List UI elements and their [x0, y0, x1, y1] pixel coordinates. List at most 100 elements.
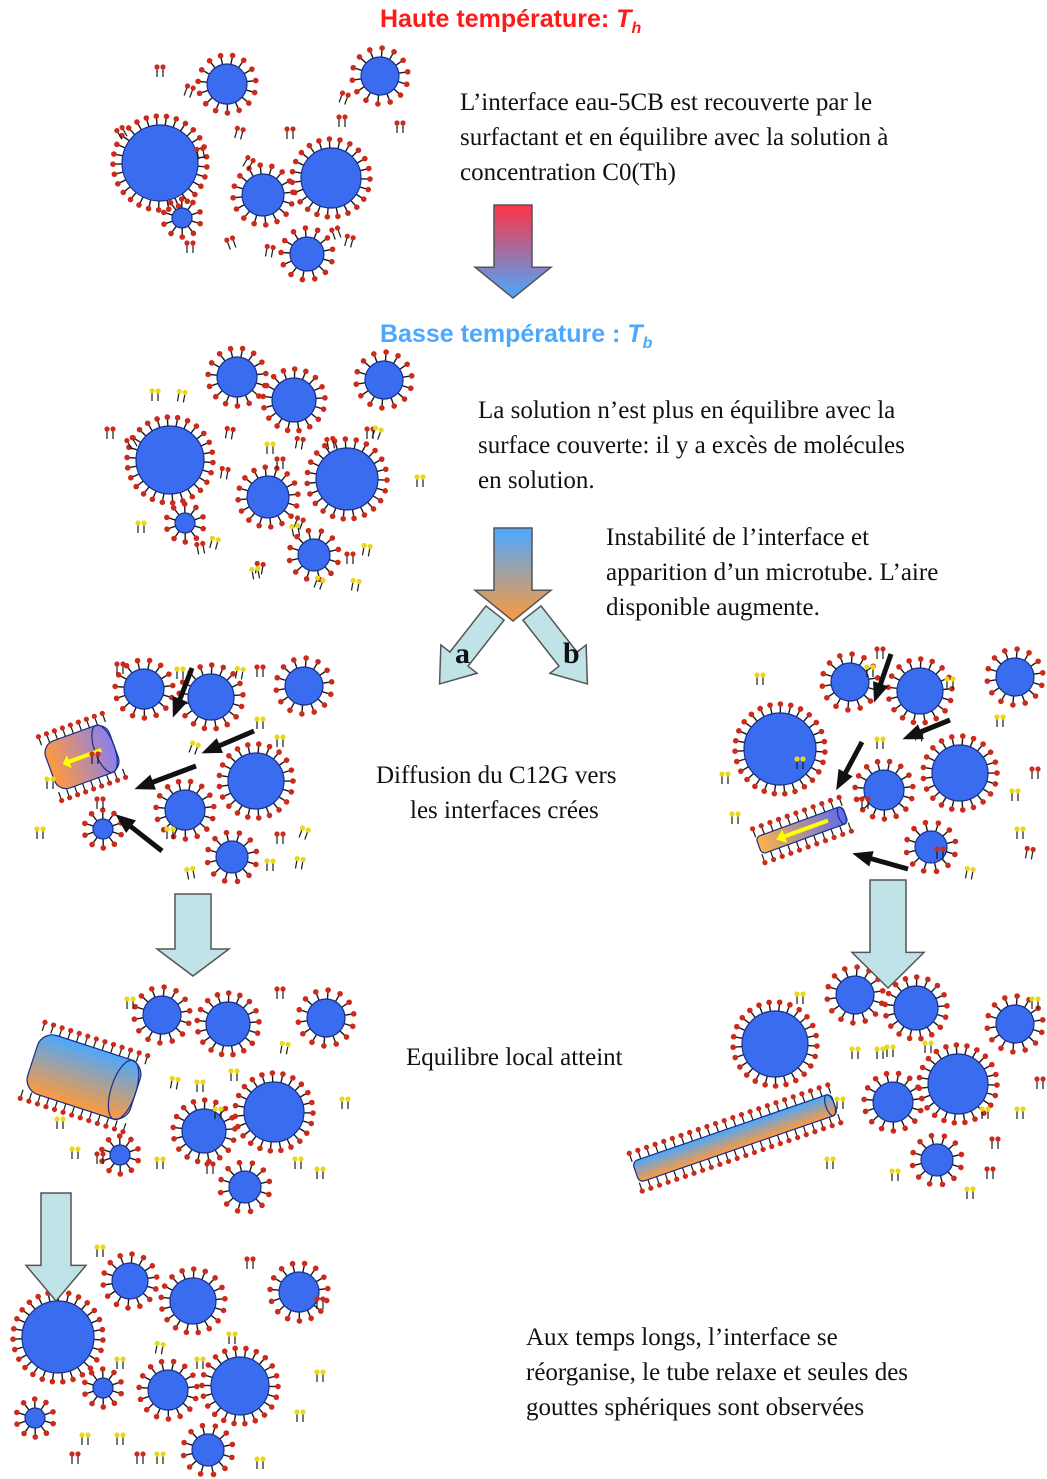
diffusion-arrow — [201, 728, 255, 754]
surfactant-droplet — [732, 701, 828, 797]
free-surfactant — [274, 986, 286, 999]
surfactant-droplet — [984, 646, 1046, 708]
surfactant-droplet — [99, 1133, 141, 1177]
free-surfactant — [234, 665, 246, 680]
free-surfactant — [394, 120, 406, 133]
free-surfactant — [124, 996, 136, 1009]
free-surfactant — [244, 1256, 256, 1269]
branch-b-arrow — [521, 604, 589, 685]
free-surfactant — [94, 1244, 106, 1257]
free-surfactant — [154, 1340, 166, 1355]
free-surfactant — [204, 1161, 216, 1174]
free-surfactant — [979, 1106, 991, 1119]
surfactant-droplet — [882, 974, 950, 1042]
branch-a-arrow — [438, 604, 506, 685]
surfactant-droplet — [176, 662, 246, 732]
diffusion-arrow — [172, 667, 195, 718]
free-surfactant — [174, 666, 186, 679]
free-surfactant — [284, 126, 296, 139]
path-a-arrow-1 — [154, 893, 232, 977]
free-surfactant — [313, 575, 326, 590]
surfactant-droplet — [124, 414, 216, 506]
free-surfactant — [794, 756, 806, 769]
free-surfactant — [294, 855, 306, 870]
free-surfactant — [414, 474, 426, 487]
microtube-b — [750, 794, 854, 866]
free-surfactant — [350, 577, 362, 592]
free-surfactant — [859, 796, 871, 809]
surfactant-droplet — [194, 990, 262, 1058]
surfactant-droplet — [112, 657, 176, 721]
low-temperature-heading: Basse température : Tb — [380, 320, 653, 352]
free-surfactant — [922, 1040, 934, 1053]
free-surfactant — [114, 1356, 126, 1369]
free-surfactant — [94, 796, 106, 809]
free-surfactant — [194, 145, 206, 160]
free-surfactant — [994, 714, 1006, 727]
branch-b-label: b — [563, 637, 580, 670]
surfactant-droplet — [286, 527, 342, 583]
free-surfactant — [298, 825, 311, 840]
free-surfactant — [884, 1044, 896, 1057]
surfactant-droplet — [819, 651, 881, 713]
free-surfactant — [124, 435, 138, 450]
free-surfactant — [249, 565, 261, 580]
free-surfactant — [194, 1079, 206, 1092]
free-surfactant — [329, 225, 342, 240]
diffusion-arrow — [836, 740, 865, 791]
free-surfactant — [135, 520, 147, 533]
free-surfactant — [264, 243, 276, 258]
free-surfactant — [94, 1151, 106, 1164]
surfactant-droplet — [14, 1396, 56, 1440]
surfactant-droplet — [278, 225, 336, 283]
free-surfactant — [338, 90, 351, 105]
free-surfactant — [219, 465, 231, 480]
free-surfactant — [794, 991, 806, 1004]
free-surfactant — [874, 736, 886, 749]
free-surfactant — [361, 542, 373, 557]
free-surfactant — [224, 425, 236, 440]
free-surfactant — [224, 235, 237, 250]
free-surfactant — [212, 1106, 224, 1119]
free-surfactant — [984, 1166, 996, 1179]
surfactant-droplet — [295, 987, 357, 1049]
free-surfactant — [874, 646, 886, 659]
free-surfactant — [314, 1166, 326, 1179]
surfactant-droplet — [232, 1070, 316, 1154]
free-surfactant — [824, 1156, 836, 1169]
free-surfactant — [293, 515, 306, 530]
free-surfactant — [274, 831, 286, 844]
free-surfactant — [989, 1136, 1001, 1149]
step1-text: L’interface eau-5CB est recouverte par l… — [460, 89, 889, 186]
instability-arrow — [472, 527, 554, 622]
free-surfactant — [729, 811, 741, 824]
diffusion-arrow — [873, 653, 894, 703]
free-surfactant — [889, 1168, 901, 1181]
free-surfactant — [154, 1156, 166, 1169]
step2-text: La solution n’est plus en équilibre avec… — [478, 397, 905, 494]
free-surfactant — [79, 1432, 91, 1445]
surfactant-droplet — [195, 52, 259, 116]
free-surfactant — [154, 1451, 166, 1464]
surfactant-droplet — [205, 345, 269, 409]
free-surfactant — [228, 1068, 240, 1081]
free-surfactant — [154, 64, 166, 77]
free-surfactant — [54, 1116, 66, 1129]
surfactant-droplet — [170, 1097, 238, 1165]
surfactant-droplet — [267, 1260, 331, 1324]
surfactant-droplet — [230, 162, 296, 228]
diffusion-arrow — [134, 763, 197, 790]
free-surfactant — [254, 716, 266, 729]
free-surfactant — [1034, 1076, 1046, 1089]
microtube-a — [35, 710, 129, 804]
surfactant-droplet — [861, 1070, 925, 1134]
surfactant-droplet — [161, 196, 203, 240]
diffusion-arrow — [902, 717, 951, 740]
free-surfactant — [294, 435, 306, 450]
surfactant-droplet — [885, 656, 955, 726]
surfactant-droplet — [260, 366, 328, 434]
free-surfactant — [69, 1451, 81, 1464]
surfactant-droplet — [852, 758, 916, 822]
free-surfactant — [194, 540, 206, 555]
